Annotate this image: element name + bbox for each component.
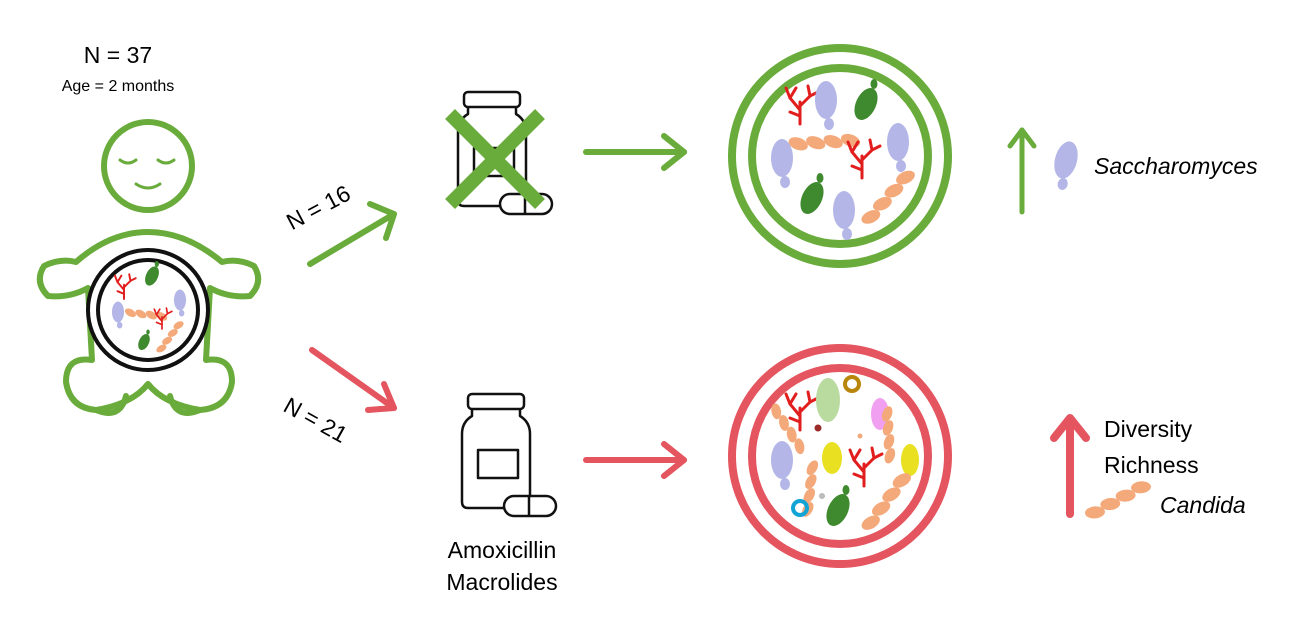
infant-body bbox=[36, 229, 262, 413]
no-antibiotics-icon bbox=[445, 90, 554, 216]
infant-gut-microbiome bbox=[86, 248, 210, 372]
saccharomyces-icon bbox=[1047, 138, 1082, 192]
antibiotics-bottle-icon bbox=[460, 392, 558, 518]
candida-label: Candida bbox=[1160, 492, 1246, 518]
infant-figure bbox=[36, 119, 262, 416]
up-arrow-icon bbox=[1007, 127, 1037, 215]
drug-list: Amoxicillin Macrolides bbox=[412, 534, 592, 598]
treated-microbiome bbox=[728, 344, 952, 568]
branch-arrow-untreated bbox=[307, 201, 397, 267]
cohort-age-label: Age = 2 months bbox=[61, 78, 175, 95]
outcome-arrow-treated bbox=[583, 441, 687, 479]
branch-arrow-treated bbox=[309, 347, 397, 413]
candida-icon bbox=[1082, 480, 1154, 520]
richness-label: Richness bbox=[1104, 452, 1199, 478]
drug-name: Macrolides bbox=[446, 569, 558, 595]
outcome-arrow-untreated bbox=[583, 133, 687, 171]
up-arrow-icon bbox=[1050, 414, 1090, 518]
saccharomyces-label: Saccharomyces bbox=[1094, 153, 1258, 179]
infant-head bbox=[101, 119, 195, 213]
diversity-label: Diversity bbox=[1104, 416, 1193, 442]
drug-name: Amoxicillin bbox=[447, 537, 557, 563]
cohort-size-label: N = 37 bbox=[83, 42, 153, 68]
untreated-microbiome bbox=[728, 44, 952, 268]
